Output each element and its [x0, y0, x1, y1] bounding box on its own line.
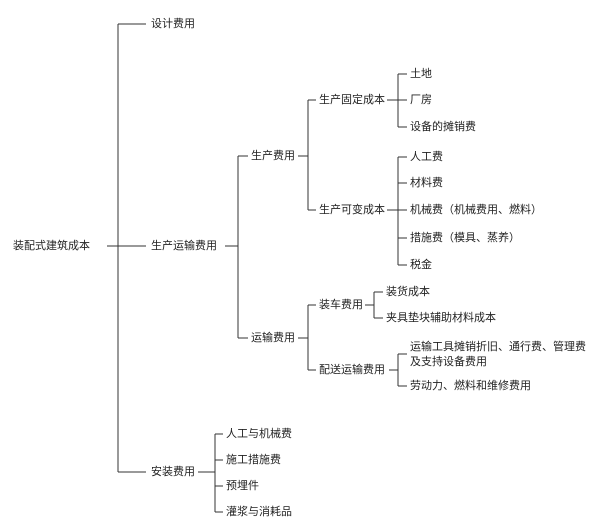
node-production-cost: 生产费用 — [250, 149, 296, 163]
node-production-variable-cost: 生产可变成本 — [318, 203, 386, 217]
node-installation-cost: 安装费用 — [150, 465, 196, 479]
node-production-fixed-cost: 生产固定成本 — [318, 93, 386, 107]
node-labor-machinery: 人工与机械费 — [225, 427, 293, 441]
node-factory: 厂房 — [409, 93, 433, 107]
node-loading-goods-cost: 装货成本 — [385, 285, 431, 299]
node-transport-cost: 运输费用 — [250, 331, 296, 345]
node-grouting-consumables: 灌浆与消耗品 — [225, 505, 293, 519]
node-measure-cost: 措施费（模具、蒸养） — [409, 231, 521, 245]
node-delivery-cost: 配送运输费用 — [318, 363, 386, 377]
node-labor-cost: 人工费 — [409, 150, 444, 164]
node-construction-measures: 施工措施费 — [225, 453, 282, 467]
node-loading-cost: 装车费用 — [318, 298, 364, 312]
node-labor-fuel-maintenance: 劳动力、燃料和维修费用 — [409, 379, 532, 393]
node-root: 装配式建筑成本 — [12, 239, 91, 253]
node-tax: 税金 — [409, 258, 433, 272]
node-production-transport-cost: 生产运输费用 — [150, 239, 218, 253]
node-embedded-parts: 预埋件 — [225, 479, 260, 493]
node-equipment-amortization: 设备的摊销费 — [409, 120, 477, 134]
node-machinery-cost: 机械费（机械费用、燃料） — [409, 203, 543, 217]
node-fixture-material-cost: 夹具垫块辅助材料成本 — [385, 311, 497, 325]
node-material-cost: 材料费 — [409, 176, 444, 190]
node-transport-tool-amortization: 运输工具摊销折旧、通行费、管理费及支持设备费用 — [409, 339, 596, 369]
node-land: 土地 — [409, 67, 433, 81]
node-design-cost: 设计费用 — [150, 17, 196, 31]
